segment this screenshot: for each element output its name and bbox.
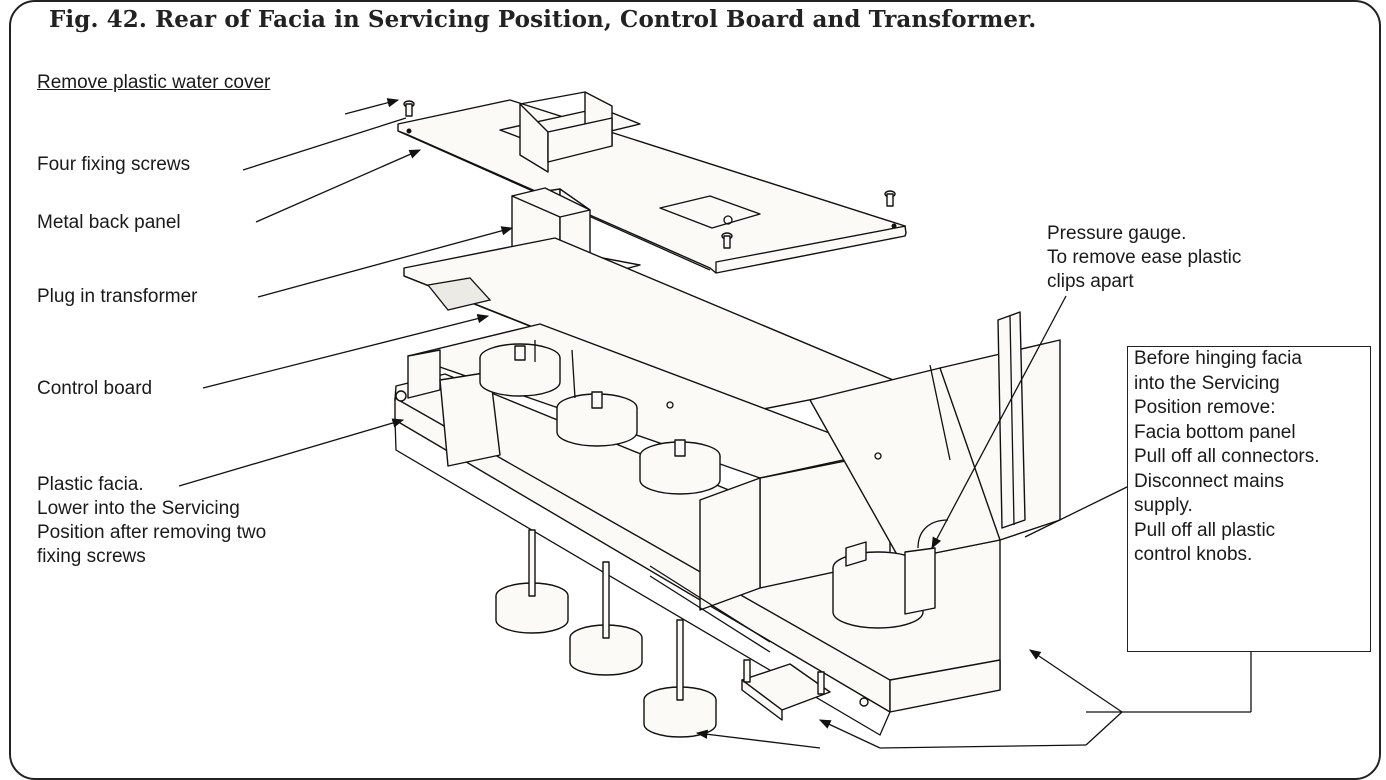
label-pressure-gauge-line-3: clips apart: [1047, 271, 1134, 292]
note-line-5: Pull off all connectors.: [1134, 446, 1320, 467]
label-pressure-gauge-line-2: To remove ease plastic: [1047, 247, 1242, 268]
note-line-2: into the Servicing: [1134, 372, 1280, 394]
label-plastic-facia-line-4: fixing screws: [37, 546, 146, 567]
note-line-9: control knobs.: [1134, 544, 1253, 565]
leader-lines: [178, 98, 1252, 749]
exploded-diagram: [178, 91, 1252, 749]
servicing-note-box: Before hinging facia into the Servicing …: [1127, 346, 1371, 652]
note-line-3: Position remove:: [1134, 397, 1276, 418]
connector-clip-icon: [741, 659, 831, 721]
note-line-7: supply.: [1134, 495, 1193, 516]
note-line-1: Before hinging facia: [1134, 348, 1302, 369]
note-line-6: Disconnect mains: [1134, 470, 1284, 492]
note-line-4: Facia bottom panel: [1134, 421, 1296, 443]
metal-back-panel-drawing: [397, 91, 907, 274]
note-line-8: Pull off all plastic: [1134, 519, 1276, 541]
label-plastic-facia: Plastic facia. Lower into the Servicing …: [37, 473, 266, 569]
label-pressure-gauge-line-1: Pressure gauge.: [1047, 223, 1187, 244]
fixing-screw-2-icon: [884, 190, 896, 207]
pressure-gauge-drawing: [832, 519, 949, 629]
fixing-screw-1-icon: [403, 100, 415, 117]
label-plastic-facia-line-2: Lower into the Servicing: [37, 498, 240, 519]
control-knob-3-icon: [643, 619, 717, 738]
label-control-board: Control board: [37, 378, 153, 399]
figure-title: Fig. 42. Rear of Facia in Servicing Posi…: [49, 6, 1037, 33]
label-plastic-facia-line-1: Plastic facia.: [37, 474, 144, 495]
label-plug-in-transformer: Plug in transformer: [37, 286, 198, 307]
label-pressure-gauge: Pressure gauge. To remove ease plastic c…: [1047, 222, 1241, 294]
plastic-facia-drawing: [394, 311, 1061, 736]
label-metal-back-panel: Metal back panel: [37, 212, 181, 233]
label-plastic-facia-line-3: Position after removing two: [37, 522, 267, 543]
control-knob-1-icon: [495, 529, 569, 634]
fixing-screw-3-icon: [721, 232, 733, 249]
control-knob-2-icon: [569, 561, 643, 676]
label-four-fixing-screws: Four fixing screws: [37, 154, 191, 175]
facia-potentiometers-drawing: [479, 340, 721, 495]
label-remove-plastic-water-cover: Remove plastic water cover: [37, 72, 271, 93]
